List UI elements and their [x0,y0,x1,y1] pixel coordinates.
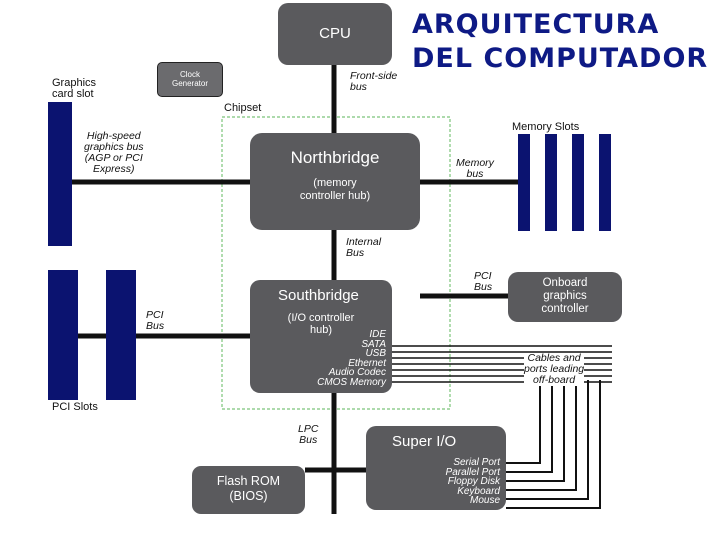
superio-cables [506,380,601,509]
onboard-graphics-box: Onboard graphics controller [508,272,622,322]
southbridge-items: IDE SATA USB Ethernet Audio Codec CMOS M… [286,330,386,388]
page-title: ARQUITECTURA DEL COMPUTADOR [412,9,709,74]
memory-slots-label: Memory Slots [512,121,580,133]
southbridge-box: Southbridge (I/O controller hub) IDE SAT… [250,280,392,393]
pci-bus-right-label: PCI Bus [474,270,493,293]
southbridge-item-ide: IDE [369,329,386,340]
super-io-title: Super I/O [392,433,457,450]
southbridge-item-cmos-memory: CMOS Memory [317,376,386,388]
onboard-graphics-label: Onboard graphics controller [541,277,589,315]
super-io-item-keyboard: Keyboard [457,485,500,497]
high-speed-bus-label: High-speed graphics bus (AGP or PCI Expr… [84,130,144,175]
super-io-item-parallel-port: Parallel Port [445,466,500,478]
super-io-item-mouse: Mouse [469,495,500,507]
northbridge-box: Northbridge (memory controller hub) [250,133,420,230]
internal-bus-label: Internal Bus [346,236,382,259]
southbridge-item-ethernet: Ethernet [348,357,386,369]
lpc-bus-label: LPC Bus [298,423,319,446]
super-io-items: Serial Port Parallel Port Floppy Disk Ke… [400,458,500,506]
northbridge-title: Northbridge [290,148,380,167]
southbridge-item-usb: USB [365,348,386,360]
super-io-box: Super I/O Serial Port Parallel Port Flop… [366,426,506,510]
memory-slot-4 [599,134,611,231]
flash-rom-box: Flash ROM (BIOS) [192,466,305,514]
clock-generator-box: Clock Generator [157,62,223,97]
super-io-item-floppy-disk: Floppy Disk [447,476,500,488]
cpu-label: CPU [319,25,351,42]
pci-slots-label: PCI Slots [52,401,98,413]
southbridge-subtitle: (I/O controller hub) [287,312,355,336]
southbridge-item-audio-codec: Audio Codec [328,367,386,379]
cables-ports-label: Cables and ports leading off-board [524,352,585,386]
clock-generator-label: Clock Generator [171,70,209,88]
pci-slot-2 [106,270,136,400]
front-side-bus-label: Front-side bus [350,70,398,93]
memory-slot-3 [572,134,584,231]
super-io-item-serial-port: Serial Port [453,457,500,468]
memory-bus-label: Memory bus [456,157,494,180]
pci-slot-1 [48,270,78,400]
graphics-card-slot-label: Graphics card slot [52,77,97,100]
graphics-card-slot [48,102,72,246]
southbridge-title: Southbridge [278,287,359,304]
southbridge-item-sata: SATA [361,338,386,350]
pci-bus-left-label: PCI Bus [146,309,165,332]
cpu-box: CPU [278,3,392,65]
flash-rom-label: Flash ROM (BIOS) [216,474,281,503]
memory-slot-1 [518,134,530,231]
northbridge-subtitle: (memory controller hub) [299,177,371,202]
chipset-label: Chipset [224,102,262,114]
memory-slot-2 [545,134,557,231]
